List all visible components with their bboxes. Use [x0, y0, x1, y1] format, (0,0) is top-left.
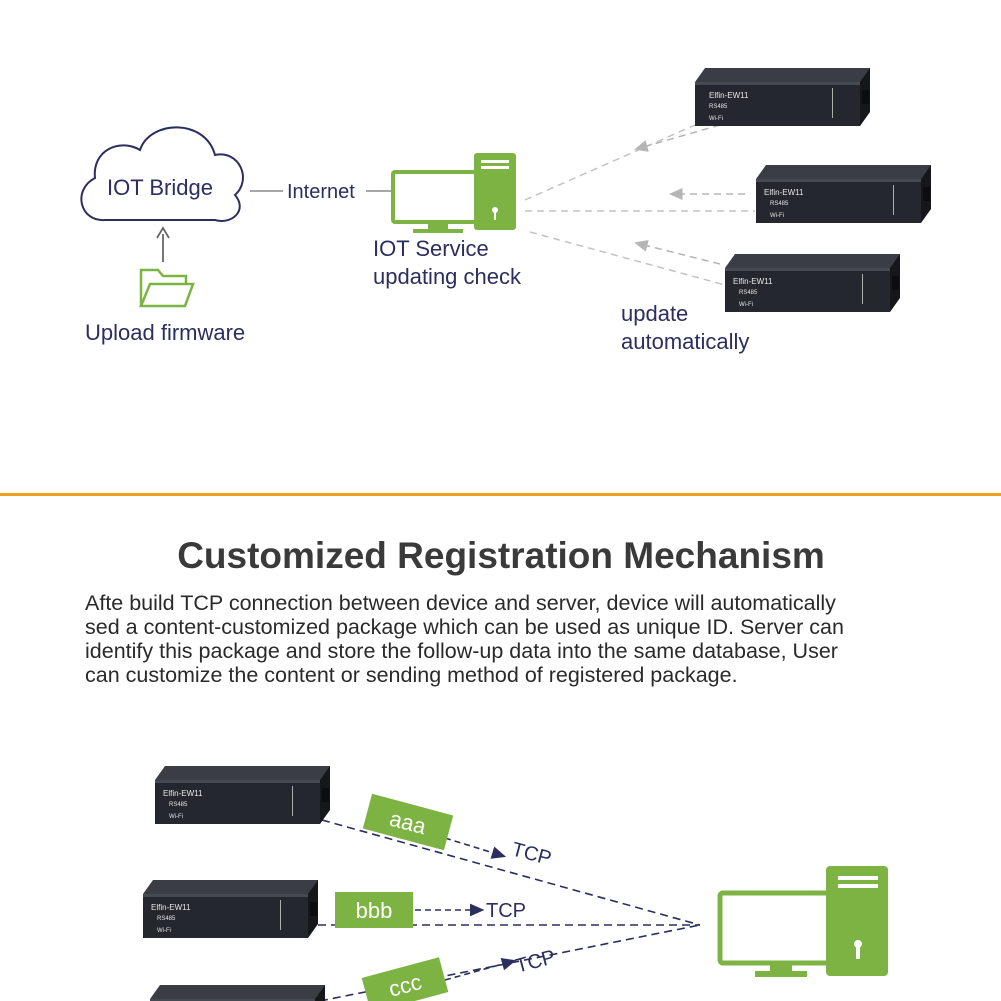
svg-text:RS485: RS485: [169, 802, 188, 808]
section-title: Customized Registration Mechanism: [177, 535, 825, 576]
iot-bridge-cloud: [80, 126, 244, 222]
tag-aaa: aaa: [362, 793, 454, 851]
svg-text:bbb: bbb: [356, 898, 393, 923]
update-links: [524, 124, 755, 286]
section-paragraph-line-2: sed a content-customized package which c…: [85, 615, 844, 639]
folder-icon: [139, 268, 195, 308]
update-label-line2: automatically: [621, 329, 749, 354]
service-computer-icon: [391, 153, 516, 233]
svg-text:Elfin-EW11: Elfin-EW11: [163, 789, 203, 798]
svg-text:Wi-Fi: Wi-Fi: [157, 928, 171, 934]
device-top-1: Elfin-EW11 RS485 Wi-Fi: [695, 68, 870, 126]
section-divider: [0, 493, 1001, 496]
device-top-2: Elfin-EW11 RS485 Wi-Fi: [756, 165, 931, 223]
section-paragraph-line-1: Afte build TCP connection between device…: [85, 591, 836, 615]
tcp-arrows: [415, 837, 517, 981]
svg-text:Elfin-EW11: Elfin-EW11: [764, 188, 804, 197]
internet-label: Internet: [287, 181, 355, 203]
svg-text:Elfin-EW11: Elfin-EW11: [151, 903, 191, 912]
tcp-label-3: TCP: [513, 946, 557, 978]
device-bottom-2: Elfin-EW11 RS485 Wi-Fi: [143, 880, 318, 938]
svg-text:RS485: RS485: [157, 916, 176, 922]
device-bottom-3: [150, 985, 325, 1001]
device-top-3: Elfin-EW11 RS485 Wi-Fi: [725, 254, 900, 312]
server-computer-icon: [717, 866, 888, 977]
tcp-label-1: TCP: [509, 838, 553, 870]
tcp-label-2: TCP: [486, 900, 526, 922]
svg-text:Wi-Fi: Wi-Fi: [169, 814, 183, 820]
svg-text:RS485: RS485: [709, 104, 728, 110]
upload-firmware-label: Upload firmware: [85, 320, 245, 345]
iot-bridge-label: IOT Bridge: [107, 175, 213, 200]
tcp-links: [318, 819, 701, 1001]
service-label-line2: updating check: [373, 264, 522, 289]
tag-ccc: ccc: [361, 957, 449, 1001]
svg-text:RS485: RS485: [739, 290, 758, 296]
svg-text:Elfin-EW11: Elfin-EW11: [709, 91, 749, 100]
service-label-line1: IOT Service: [373, 236, 489, 261]
svg-text:Wi-Fi: Wi-Fi: [739, 302, 753, 308]
tag-bbb: bbb: [335, 892, 413, 928]
svg-text:Wi-Fi: Wi-Fi: [709, 116, 723, 122]
svg-text:RS485: RS485: [770, 201, 789, 207]
device-bottom-1: Elfin-EW11 RS485 Wi-Fi: [155, 766, 330, 824]
section-paragraph-line-3: identify this package and store the foll…: [85, 639, 838, 663]
update-label-line1: update: [621, 301, 688, 326]
svg-text:Elfin-EW11: Elfin-EW11: [733, 277, 773, 286]
svg-text:Wi-Fi: Wi-Fi: [770, 213, 784, 219]
section-paragraph-line-4: can customize the content or sending met…: [85, 663, 738, 687]
update-arrows: [634, 124, 745, 265]
